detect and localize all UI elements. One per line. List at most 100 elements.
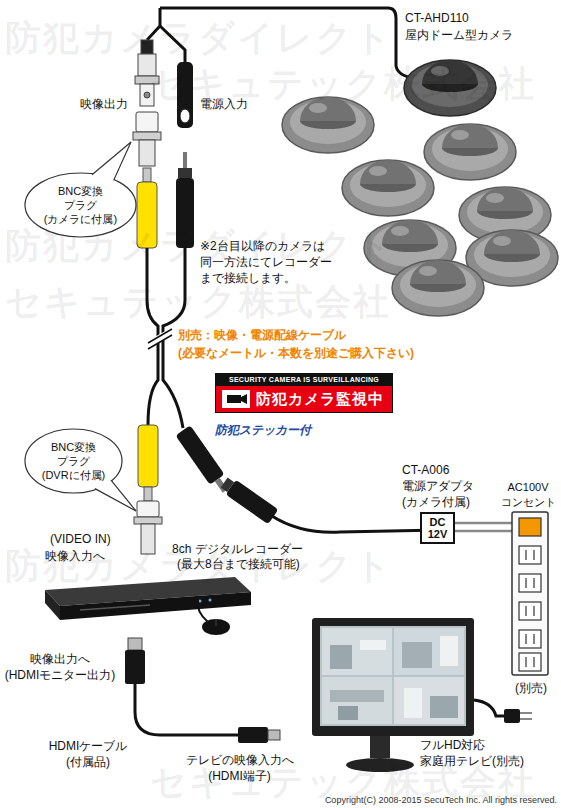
camera-icon bbox=[222, 390, 250, 408]
bnc-plug bbox=[136, 112, 158, 132]
bnc-plug bbox=[137, 501, 159, 517]
tv-power-plug bbox=[474, 700, 504, 716]
camera-icon bbox=[241, 394, 247, 404]
mouse bbox=[198, 600, 208, 622]
hdmi-cable bbox=[135, 684, 238, 735]
power-strip bbox=[533, 634, 534, 644]
watermark: 防犯カメラダイレクト bbox=[5, 18, 393, 58]
rca-plug bbox=[144, 487, 152, 501]
sticker-caption: SECURITY CAMERA IS SURVEILLANCING bbox=[216, 374, 392, 386]
hdmi-cable bbox=[125, 650, 145, 684]
hdmi-cable bbox=[268, 730, 280, 740]
hdmi-cable bbox=[125, 638, 280, 743]
mouse bbox=[202, 619, 230, 635]
break-mark bbox=[146, 330, 174, 346]
adapter-name: CT-A006 電源アダプタ (カメラ付属) bbox=[402, 462, 475, 510]
adapter-cable bbox=[272, 516, 440, 532]
note: ※2台目以降のカメラは 同一方法にてレコーダー まで接続します。 bbox=[200, 238, 333, 286]
power-strip bbox=[525, 578, 526, 588]
dc-plug bbox=[178, 168, 192, 178]
power-strip bbox=[525, 657, 526, 667]
television bbox=[320, 626, 466, 726]
callout-tail bbox=[92, 142, 131, 180]
camera-group bbox=[282, 97, 374, 153]
watermark: セキュテック株式会社 bbox=[5, 282, 391, 322]
break-mark bbox=[146, 329, 174, 349]
dc-plug bbox=[226, 480, 279, 525]
tv-power-plug bbox=[474, 700, 532, 723]
power-strip bbox=[512, 512, 548, 675]
cable-note: 別売：映像・電源配線ケーブル (必要なメートル・本数を別途ご購入下さい) bbox=[178, 326, 415, 362]
television bbox=[394, 677, 464, 724]
model-name: CT-AHD110 bbox=[405, 10, 469, 26]
mouse bbox=[198, 600, 230, 635]
power-strip bbox=[533, 606, 534, 616]
dc-plug bbox=[219, 475, 278, 524]
digital-recorder bbox=[45, 590, 60, 620]
callout-tail bbox=[114, 142, 131, 180]
hdmi-cable bbox=[128, 638, 142, 650]
callout-text: BNC変換 プラグ (カメラに付属) bbox=[43, 184, 118, 226]
input-label: テレビの映像入力へ (HDMI端子) bbox=[185, 752, 294, 784]
cable-label: HDMIケーブル (付属品) bbox=[48, 738, 128, 770]
camera-icon bbox=[227, 395, 241, 403]
callout-tail bbox=[95, 489, 136, 511]
bnc-plug bbox=[133, 112, 161, 166]
television bbox=[322, 628, 392, 675]
power-strip bbox=[525, 606, 526, 616]
callout-tail bbox=[92, 142, 131, 175]
adapter-rating: DC 12V bbox=[427, 516, 448, 540]
television bbox=[394, 628, 464, 675]
outlet-label: AC100V コンセント bbox=[500, 480, 556, 510]
sticker-note: 防犯ステッカー付 bbox=[215, 422, 311, 438]
input-label: 映像入力へ bbox=[45, 548, 105, 564]
product-name: 屋内ドーム型カメラ bbox=[405, 27, 513, 43]
callout-bubble: BNC変換 プラグ (カメラに付属) bbox=[24, 172, 137, 238]
television bbox=[430, 696, 458, 718]
television bbox=[312, 618, 474, 736]
power-strip bbox=[525, 634, 526, 644]
television bbox=[370, 736, 390, 758]
tv-power-plug bbox=[520, 712, 532, 714]
digital-recorder bbox=[60, 592, 251, 620]
output-label: 映像出力へ (HDMIモニター出力) bbox=[4, 651, 116, 683]
camera-group bbox=[392, 260, 484, 316]
port-label: 映像出力 bbox=[80, 96, 128, 112]
dc-plug bbox=[183, 152, 187, 168]
callout-text: BNC変換 プラグ (DVRに付属) bbox=[41, 440, 106, 482]
television bbox=[402, 642, 432, 668]
digital-recorder bbox=[209, 599, 212, 602]
sticker-band: 防犯カメラ監視中 bbox=[216, 386, 392, 412]
copyright: Copyright(C) 2008-2015 SecuTech Inc. All… bbox=[325, 795, 557, 806]
sticker-text: 防犯カメラ監視中 bbox=[256, 390, 384, 407]
rca-plug bbox=[143, 168, 151, 182]
rca-plug bbox=[138, 425, 158, 487]
break-mark bbox=[148, 335, 172, 349]
tv-power-plug bbox=[504, 709, 520, 723]
camera-group bbox=[424, 124, 516, 180]
input-label: (VIDEO IN) bbox=[50, 531, 111, 547]
bnc-plug bbox=[133, 132, 161, 140]
callout-tail bbox=[95, 480, 136, 511]
power-strip bbox=[519, 602, 541, 620]
bnc-plug bbox=[134, 517, 162, 524]
power-strip bbox=[519, 653, 541, 671]
power-strip bbox=[519, 630, 541, 648]
port-label: 電源入力 bbox=[200, 96, 248, 112]
television bbox=[338, 706, 358, 720]
digital-recorder bbox=[80, 605, 150, 610]
power-strip bbox=[512, 512, 548, 675]
break-mark bbox=[148, 329, 172, 343]
sold-separately: (別売) bbox=[515, 680, 547, 696]
television bbox=[330, 645, 352, 669]
power-strip bbox=[533, 550, 534, 560]
device-note: (最大8台まで接続可能) bbox=[177, 556, 300, 572]
hdmi-cable bbox=[238, 727, 268, 743]
camera-icon bbox=[222, 390, 250, 408]
device-name: 8ch デジタルレコーダー bbox=[172, 541, 303, 557]
power-adapter: CT-A006 電源アダプタ (カメラ付属)DC 12V bbox=[420, 512, 455, 544]
tv-power-plug bbox=[520, 718, 532, 720]
power-strip bbox=[533, 578, 534, 588]
tv-label: フルHD対応 家庭用テレビ(別売) bbox=[420, 737, 525, 769]
